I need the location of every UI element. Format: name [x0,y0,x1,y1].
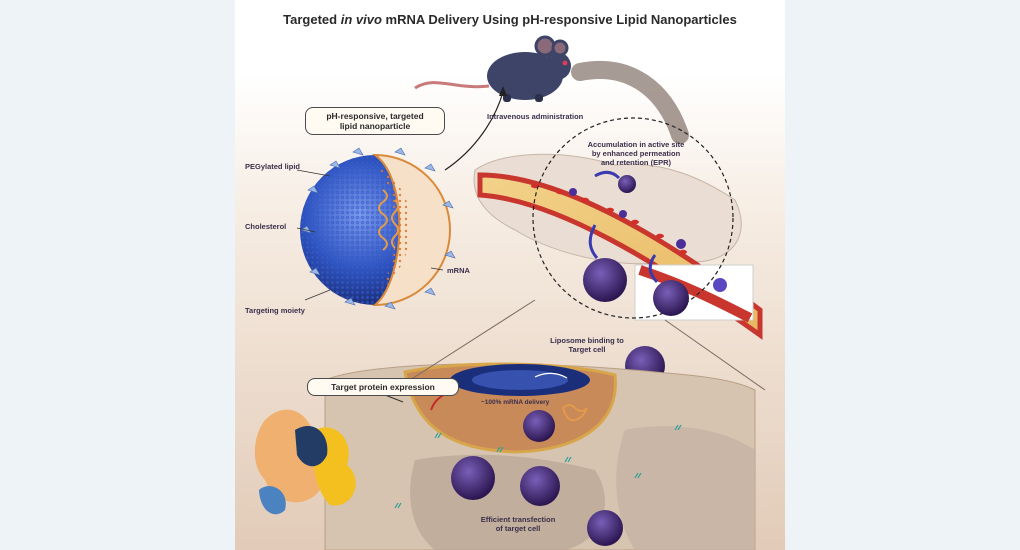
label-pegylated-lipid: PEGylated lipid [245,162,301,171]
target-protein-callout: Target protein expression [307,378,459,397]
label-targeting-moiety: Targeting moiety [245,306,305,315]
extravasation-arrows [588,170,659,284]
vessel-nanoparticles [569,188,686,249]
injection-arrowhead [499,86,507,96]
swoosh-arrow [571,61,689,144]
label-liposome-binding: Liposome binding to Target cell [527,336,647,354]
targeting-moieties [300,147,456,310]
title-suffix: mRNA Delivery Using pH-responsive Lipid … [381,12,737,27]
label-cholesterol: Cholesterol [245,222,287,231]
right-margin [785,0,1020,550]
transfection-line2: of target cell [495,524,541,533]
epr-line3: and retention (EPR) [600,158,671,167]
lipid-nanoparticle [300,153,451,307]
binding-line2: Target cell [568,345,606,354]
nanoparticle-leaders [296,169,444,301]
zoom-line-right [664,319,766,391]
epr-dashed-circle [532,117,734,319]
page-title: Targeted in vivo mRNA Delivery Using pH-… [235,12,785,27]
uptake-arrow [534,372,568,379]
transfection-line1: Efficient transfection [480,515,556,524]
label-epr: Accumulation in active site by enhanced … [571,140,701,167]
inset-particle [713,278,727,292]
epr-line2: by enhanced permeation [591,149,681,158]
released-mrna [562,404,588,422]
cell-lipoplexes [451,410,623,546]
left-margin [0,0,235,550]
label-mrna: mRNA [447,266,470,275]
protein-callout-leader [384,394,404,403]
target-protein-label: Target protein expression [331,382,435,392]
title-prefix: Targeted [283,12,341,27]
mouse-illustration [414,35,571,102]
nanoparticle-label-line2: lipid nanoparticle [339,121,411,132]
target-protein [254,409,356,515]
zoom-line-left [409,299,536,381]
nanoparticle-callout: pH-responsive, targeted lipid nanopartic… [305,107,445,136]
injection-arrow [444,91,504,171]
diagram-panel: Targeted in vivo mRNA Delivery Using pH-… [235,0,785,550]
title-italic: in vivo [340,12,382,27]
label-transfection: Efficient transfection of target cell [463,515,573,533]
binding-line1: Liposome binding to [550,336,624,345]
label-intravenous-administration: Intravenous administration [487,112,584,121]
diagram-artwork [235,35,785,550]
nanoparticle-label-line1: pH-responsive, targeted [326,111,424,121]
mrna-strands [378,189,399,251]
surface-receptors [394,424,682,509]
label-mrna-delivery: ~100% mRNA delivery [481,399,550,406]
epr-line1: Accumulation in active site [587,140,685,149]
